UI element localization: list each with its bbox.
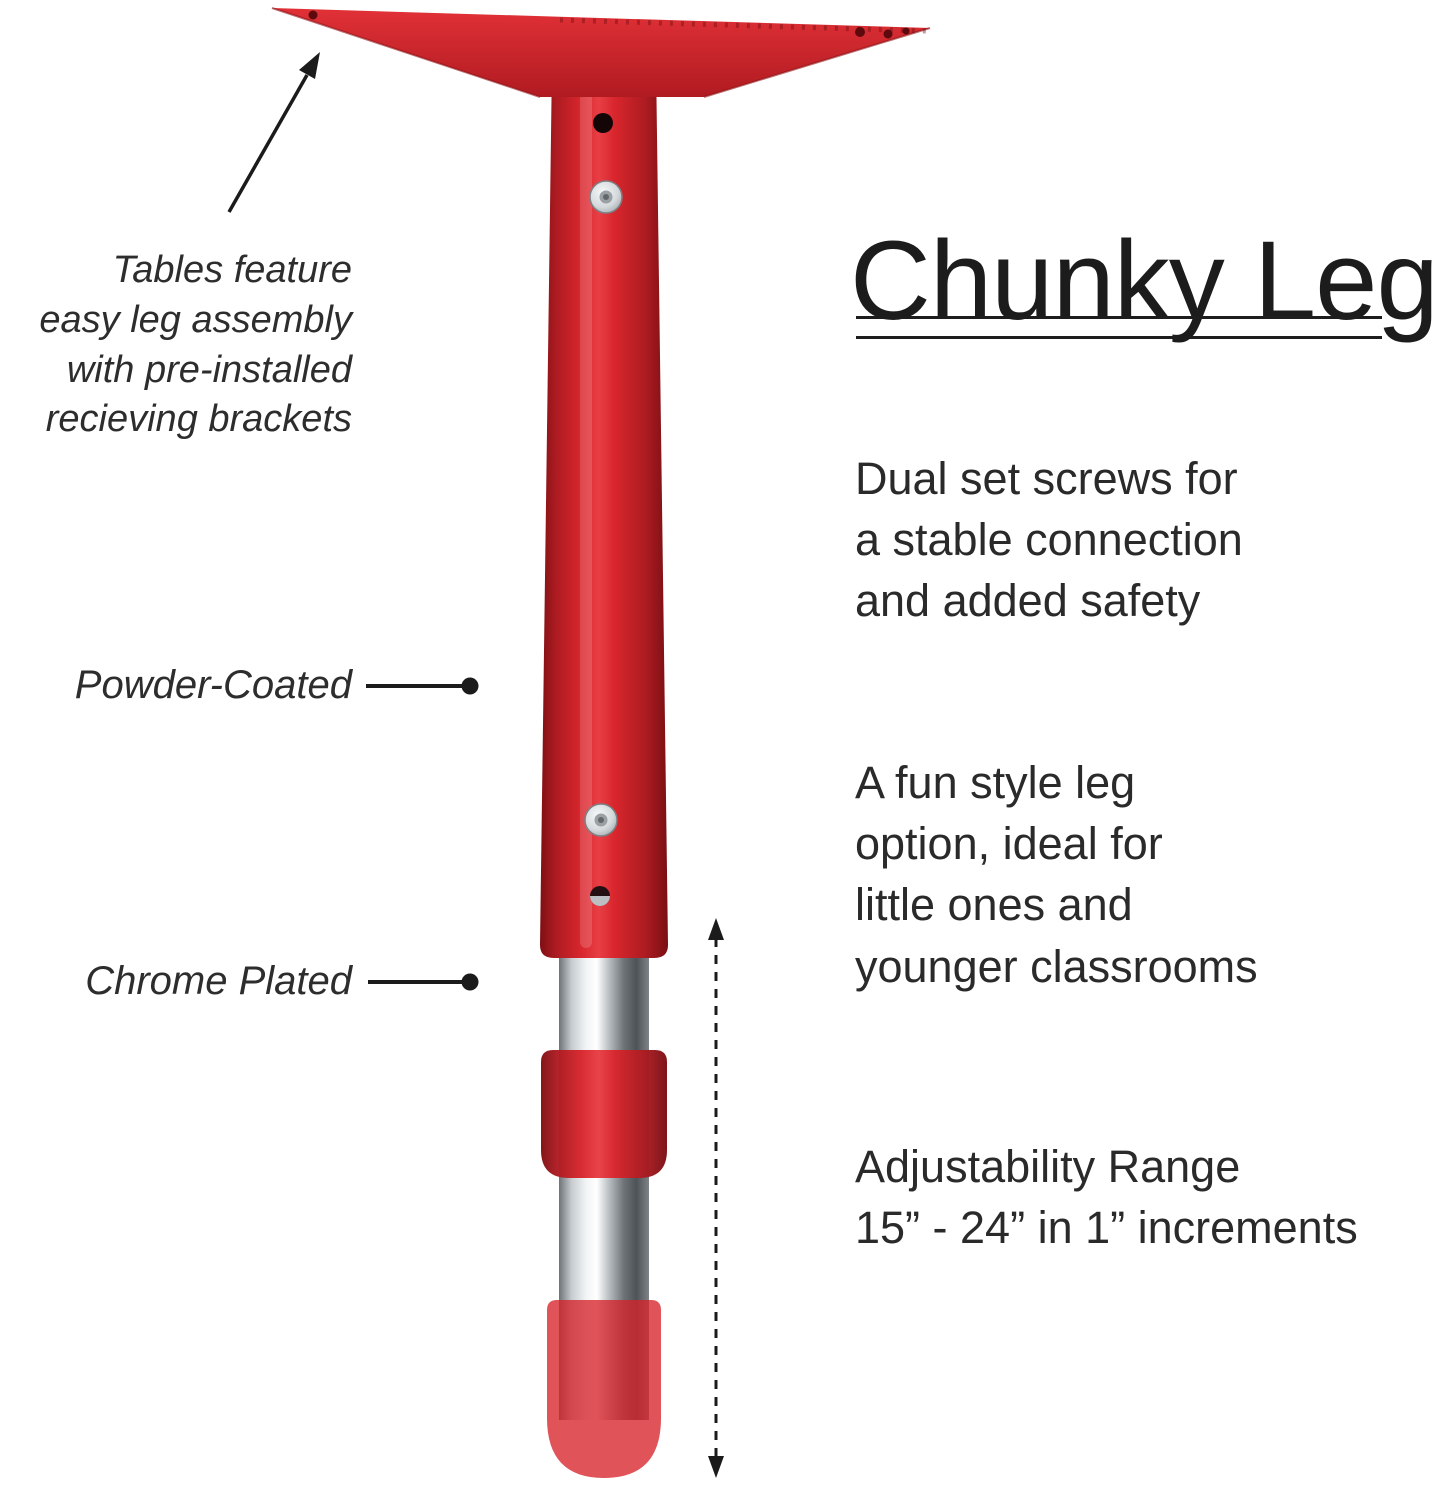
foot-cap: [547, 1300, 661, 1478]
tube-top-hole: [593, 113, 613, 133]
adjustability-arrowhead-bottom: [708, 1456, 724, 1478]
feature-line: Adjustability Range: [855, 1141, 1241, 1192]
feature-dual-screws: Dual set screws for a stable connection …: [855, 448, 1243, 632]
plate-hole: [902, 27, 910, 35]
feature-line: little ones and: [855, 879, 1133, 931]
mounting-plate: [272, 8, 930, 97]
chrome-plated-label: Chrome Plated: [85, 959, 352, 1003]
leg-tube: [540, 62, 668, 958]
plate-hole: [308, 10, 318, 20]
feature-line: younger classrooms: [855, 940, 1258, 992]
plate-edge-left: [271, 7, 541, 98]
feature-line: option, ideal for: [855, 818, 1163, 870]
feature-adjustability: Adjustability Range 15” - 24” in 1” incr…: [855, 1136, 1358, 1258]
bracket-callout-line: recieving brackets: [45, 398, 352, 441]
feature-line: Dual set screws for: [855, 453, 1238, 504]
powder-callout-dot: [461, 677, 479, 695]
title-underline: [856, 316, 1382, 339]
leg-collar: [541, 1050, 667, 1178]
feature-line: 15” - 24” in 1” increments: [855, 1202, 1358, 1254]
plate-hole: [855, 27, 865, 37]
feature-line: a stable connection: [855, 514, 1243, 566]
plate-hole: [883, 29, 893, 39]
adjustment-hole-glint: [590, 896, 610, 906]
feature-fun-style: A fun style leg option, ideal for little…: [855, 752, 1258, 997]
powder-coated-label: Powder-Coated: [74, 663, 352, 707]
chrome-callout-dot: [461, 973, 479, 991]
bracket-callout-line: Tables feature: [112, 249, 352, 291]
tube-highlight: [580, 72, 592, 948]
adjustability-arrowhead-top: [708, 918, 724, 940]
bracket-arrow: [227, 74, 309, 213]
bracket-callout-line: easy leg assembly: [39, 298, 352, 341]
feature-line: and added safety: [855, 575, 1201, 627]
set-screw-bottom-center: [598, 817, 604, 823]
bracket-callout-line: with pre-installed: [66, 348, 352, 391]
bracket-arrowhead: [299, 52, 320, 79]
set-screw-top-center: [603, 194, 609, 200]
plate-edge-right: [703, 27, 931, 98]
feature-line: A fun style leg: [855, 757, 1136, 808]
bracket-callout-text: Tables feature easy leg assembly with pr…: [0, 246, 352, 445]
